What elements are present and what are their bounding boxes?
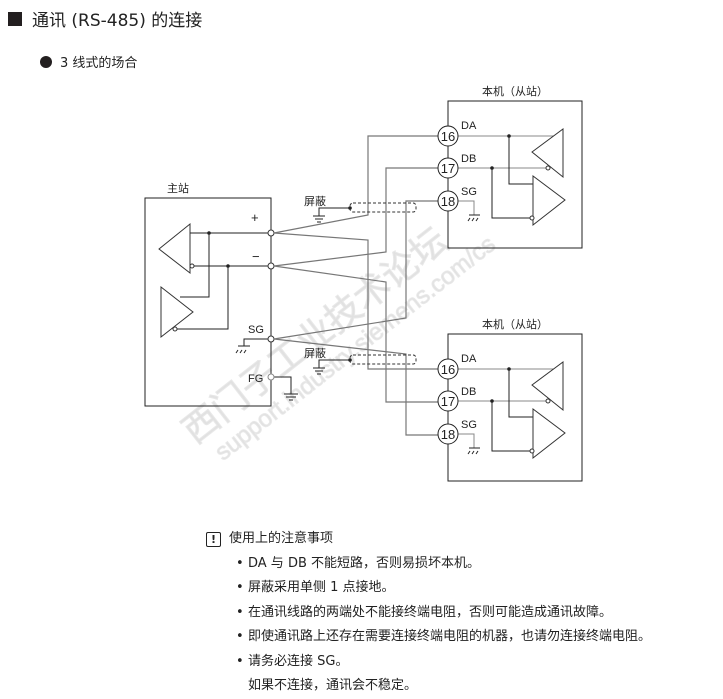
svg-text:16: 16 xyxy=(441,362,455,377)
note-item-extra: 如果不连接，通讯会不稳定。 xyxy=(248,678,418,693)
sub-heading: 3 线式的场合 xyxy=(40,52,137,71)
slave-label: 本机（从站） xyxy=(482,84,548,98)
slave-label: 本机（从站） xyxy=(482,317,548,331)
master-driver xyxy=(160,285,194,339)
shield-bottom: 屏蔽 xyxy=(304,347,417,375)
master-sg-terminal xyxy=(267,335,275,343)
note-item: DA 与 DB 不能短路，否则易损坏本机。 xyxy=(236,552,651,577)
cable-sg-top xyxy=(273,200,438,340)
cable-sg-bottom xyxy=(273,338,438,436)
wiring-diagram: 西门子工业技术论坛 support.industry.siemens.com/c… xyxy=(144,84,583,482)
note-item: 请务必连接 SG。如果不连接，通讯会不稳定。 xyxy=(236,650,651,699)
cable-da-bottom xyxy=(273,232,438,370)
svg-text:18: 18 xyxy=(441,194,455,209)
master-plus-label: + xyxy=(251,210,259,225)
slave-station-1: 本机（从站） 16 17 18 DA DB SG xyxy=(437,84,583,249)
usage-notes: ! 使用上的注意事项 DA 与 DB 不能短路，否则易损坏本机。 屏蔽采用单侧 … xyxy=(206,527,651,699)
shield-top: 屏蔽 xyxy=(304,195,417,223)
terminal-name-da: DA xyxy=(461,120,477,132)
master-minus-terminal xyxy=(267,262,275,270)
master-fg-terminal xyxy=(267,373,275,381)
terminal-16: 16 xyxy=(437,358,459,380)
master-sg-label: SG xyxy=(248,324,264,336)
warning-exclamation-icon: ! xyxy=(206,531,221,547)
terminal-18: 18 xyxy=(437,423,459,445)
svg-text:17: 17 xyxy=(441,394,455,409)
shield-label: 屏蔽 xyxy=(304,195,326,208)
svg-text:17: 17 xyxy=(441,161,455,176)
note-item: 屏蔽采用单侧 1 点接地。 xyxy=(236,576,651,601)
circle-bullet-icon xyxy=(40,55,52,68)
slave-driver xyxy=(532,175,566,227)
note-item: 在通讯线路的两端处不能接终端电阻，否则可能造成通讯故障。 xyxy=(236,601,651,626)
terminal-18: 18 xyxy=(437,190,459,212)
square-bullet-icon xyxy=(8,11,22,26)
slave-driver xyxy=(532,408,566,460)
notes-header: ! 使用上的注意事项 xyxy=(206,527,651,552)
note-item: 即使通讯路上还存在需要连接终端电阻的机器，也请勿连接终端电阻。 xyxy=(236,625,651,650)
terminal-name-sg: SG xyxy=(461,419,477,431)
master-receiver xyxy=(158,222,191,275)
cable-db-top xyxy=(273,167,438,267)
svg-text:18: 18 xyxy=(441,427,455,442)
slave-station-2: 本机（从站） 16 17 18 DA DB SG xyxy=(437,317,583,482)
cable-da-top xyxy=(273,135,438,234)
master-plus-terminal xyxy=(267,229,275,237)
cable-db-bottom xyxy=(273,265,438,403)
terminal-name-da: DA xyxy=(461,353,477,365)
notes-title: 使用上的注意事项 xyxy=(229,531,334,546)
slave-receiver xyxy=(531,361,564,412)
terminal-name-db: DB xyxy=(461,386,476,398)
heading-text: 通讯 (RS-485) 的连接 xyxy=(32,11,203,31)
terminal-name-sg: SG xyxy=(461,186,477,198)
watermark-line-1: 西门子工业技术论坛 xyxy=(175,220,456,452)
terminal-16: 16 xyxy=(437,125,459,147)
subheading-text: 3 线式的场合 xyxy=(60,56,138,71)
notes-list: DA 与 DB 不能短路，否则易损坏本机。 屏蔽采用单侧 1 点接地。 在通讯线… xyxy=(206,552,651,699)
master-fg-label: FG xyxy=(248,373,263,385)
slave-receiver xyxy=(531,128,564,179)
shield-label: 屏蔽 xyxy=(304,347,326,360)
terminal-17: 17 xyxy=(437,157,459,179)
terminal-17: 17 xyxy=(437,390,459,412)
master-box xyxy=(144,197,272,407)
master-station: 主站 + − SG FG xyxy=(144,181,298,407)
master-label: 主站 xyxy=(167,181,189,195)
terminal-name-db: DB xyxy=(461,153,476,165)
master-minus-label: − xyxy=(252,249,260,264)
svg-text:16: 16 xyxy=(441,129,455,144)
section-heading: 通讯 (RS-485) 的连接 xyxy=(8,6,202,31)
cables xyxy=(273,135,438,436)
